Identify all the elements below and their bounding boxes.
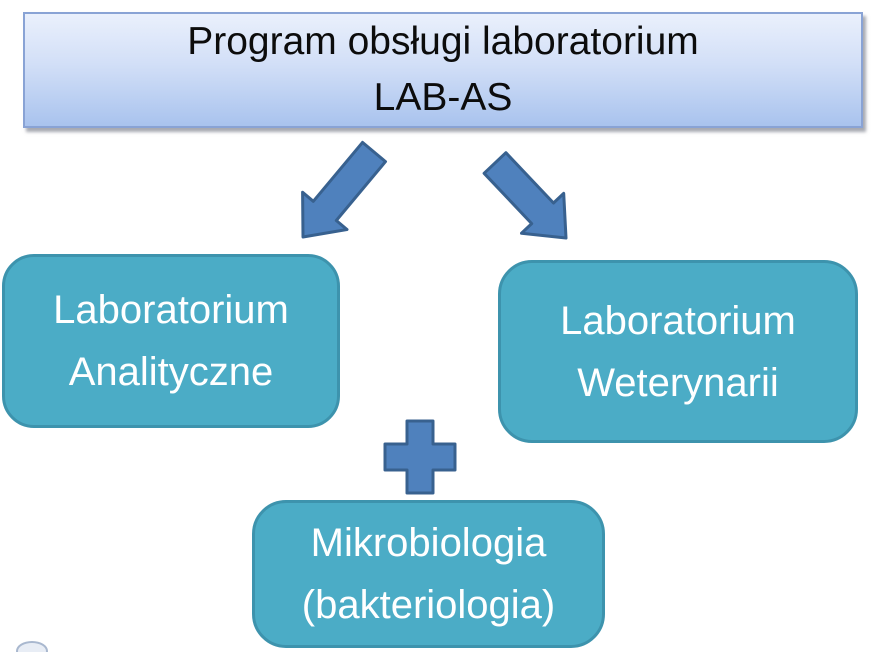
node-label-line: Analityczne <box>68 350 274 394</box>
node-label-line: Mikrobiologia <box>310 521 547 565</box>
node-mikrobiologia-bakteriologia: Mikrobiologia (bakteriologia) <box>252 500 605 648</box>
title-line-1: Program obsługi laboratorium <box>187 20 699 63</box>
node-label-line: Laboratorium <box>560 298 796 343</box>
node-laboratorium-analityczne: Laboratorium Analityczne <box>2 254 340 428</box>
arrow-down-right-icon <box>482 151 568 240</box>
plus-icon <box>383 419 457 495</box>
node-label-line: (bakteriologia) <box>301 583 556 627</box>
node-label-line: Weterynarii <box>577 360 779 405</box>
node-laboratorium-weterynarii: Laboratorium Weterynarii <box>498 260 858 443</box>
arrow-down-left-icon <box>301 140 387 239</box>
title-line-2: LAB-AS <box>373 76 513 119</box>
title-box: Program obsługi laboratorium LAB-AS <box>23 12 863 128</box>
node-label-line: Laboratorium <box>53 288 289 332</box>
decorative-ellipse-icon <box>16 641 48 652</box>
